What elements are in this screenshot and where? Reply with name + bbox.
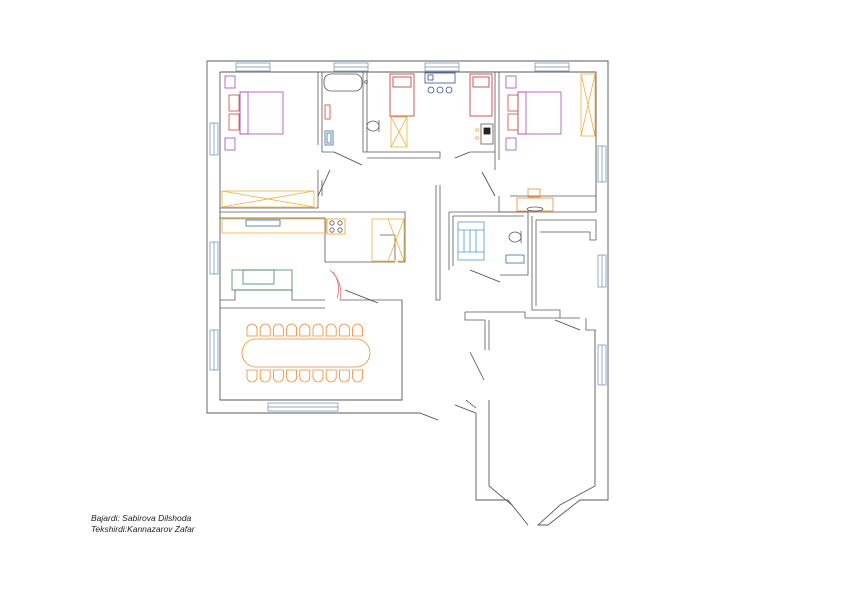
- door-dining: [344, 289, 379, 304]
- bed-icon: [239, 91, 284, 135]
- counter-icon: [221, 218, 327, 234]
- door-entrance-2: [465, 399, 477, 409]
- chair-icon: [312, 369, 324, 383]
- door-right-bedroom: [481, 171, 496, 197]
- kitchen: [221, 218, 405, 291]
- bedroom-left: [221, 75, 315, 208]
- bedroom-right: [505, 73, 596, 212]
- kitchen-sink-icon: [245, 219, 281, 227]
- bed-icon: [389, 73, 415, 117]
- bed-icon: [517, 91, 562, 135]
- chair-icon: [273, 323, 284, 337]
- sink-icon: [324, 104, 331, 120]
- toilet-icon: [508, 231, 522, 243]
- door-bedroom-1: [333, 151, 363, 166]
- door-entrance-3: [469, 351, 485, 381]
- wardrobe-icon: [390, 116, 408, 148]
- chair-icon: [273, 369, 284, 383]
- windows: [209, 62, 607, 412]
- chair-icon: [259, 323, 271, 337]
- chair-icon: [299, 323, 311, 337]
- chair-icon: [352, 323, 363, 337]
- outer-walls: [206, 60, 609, 526]
- pillow-icon: [507, 94, 519, 112]
- doors: [317, 151, 581, 421]
- chairs-bottom: [246, 369, 363, 383]
- chair-icon: [352, 369, 363, 383]
- dining-room: [241, 323, 371, 383]
- shower-tray-icon: [324, 130, 334, 146]
- toilet-room: [457, 221, 525, 264]
- dresser-icon: [516, 197, 554, 212]
- chair-icon: [325, 369, 337, 383]
- chair-icon: [339, 323, 350, 337]
- door-bedroom-1b: [317, 169, 331, 197]
- chair-icon: [286, 369, 297, 383]
- kids-room: [389, 72, 494, 148]
- computer-desk-icon: [480, 123, 494, 145]
- door-kids-room: [454, 151, 471, 159]
- sink-icon: [505, 254, 525, 264]
- author-credit: Bajardi: Sabirova Dilshoda: [91, 513, 192, 523]
- wardrobe-icon: [580, 73, 596, 137]
- chair-icon: [246, 323, 258, 337]
- pillow-icon: [228, 94, 240, 112]
- chair-icon: [299, 369, 311, 383]
- nightstand-icon: [224, 75, 236, 89]
- nightstand-icon: [505, 75, 517, 89]
- door-hall: [554, 319, 581, 331]
- shower-icon: [457, 221, 485, 261]
- door-toilet: [469, 269, 501, 283]
- door-entrance-1: [419, 412, 439, 421]
- credits: Bajardi: Sabirova Dilshoda Tekshirdi:Kan…: [91, 513, 195, 535]
- stove-icon: [326, 218, 346, 235]
- bed-icon: [469, 73, 493, 117]
- chair-icon: [427, 86, 435, 94]
- chair-icon: [312, 323, 324, 337]
- door-kitchen-arc: [329, 269, 342, 301]
- chairs-top: [246, 323, 363, 337]
- wardrobe-icon: [221, 190, 315, 208]
- sofa-icon: [231, 269, 293, 291]
- checker-credit: Tekshirdi:Kannazarov Zafar: [91, 524, 195, 534]
- chair-icon: [339, 369, 350, 383]
- chair-icon: [286, 323, 297, 337]
- desk-icon: [424, 72, 456, 84]
- toilet-icon: [366, 120, 380, 132]
- dining-table-icon: [241, 338, 371, 368]
- pantry-icon: [371, 218, 405, 262]
- chair-icon: [259, 369, 271, 383]
- bathroom: [323, 73, 380, 146]
- coffee-table-icon: [242, 269, 275, 285]
- bathtub-icon: [323, 73, 363, 92]
- chair-icon: [246, 369, 258, 383]
- chair-icon: [325, 323, 337, 337]
